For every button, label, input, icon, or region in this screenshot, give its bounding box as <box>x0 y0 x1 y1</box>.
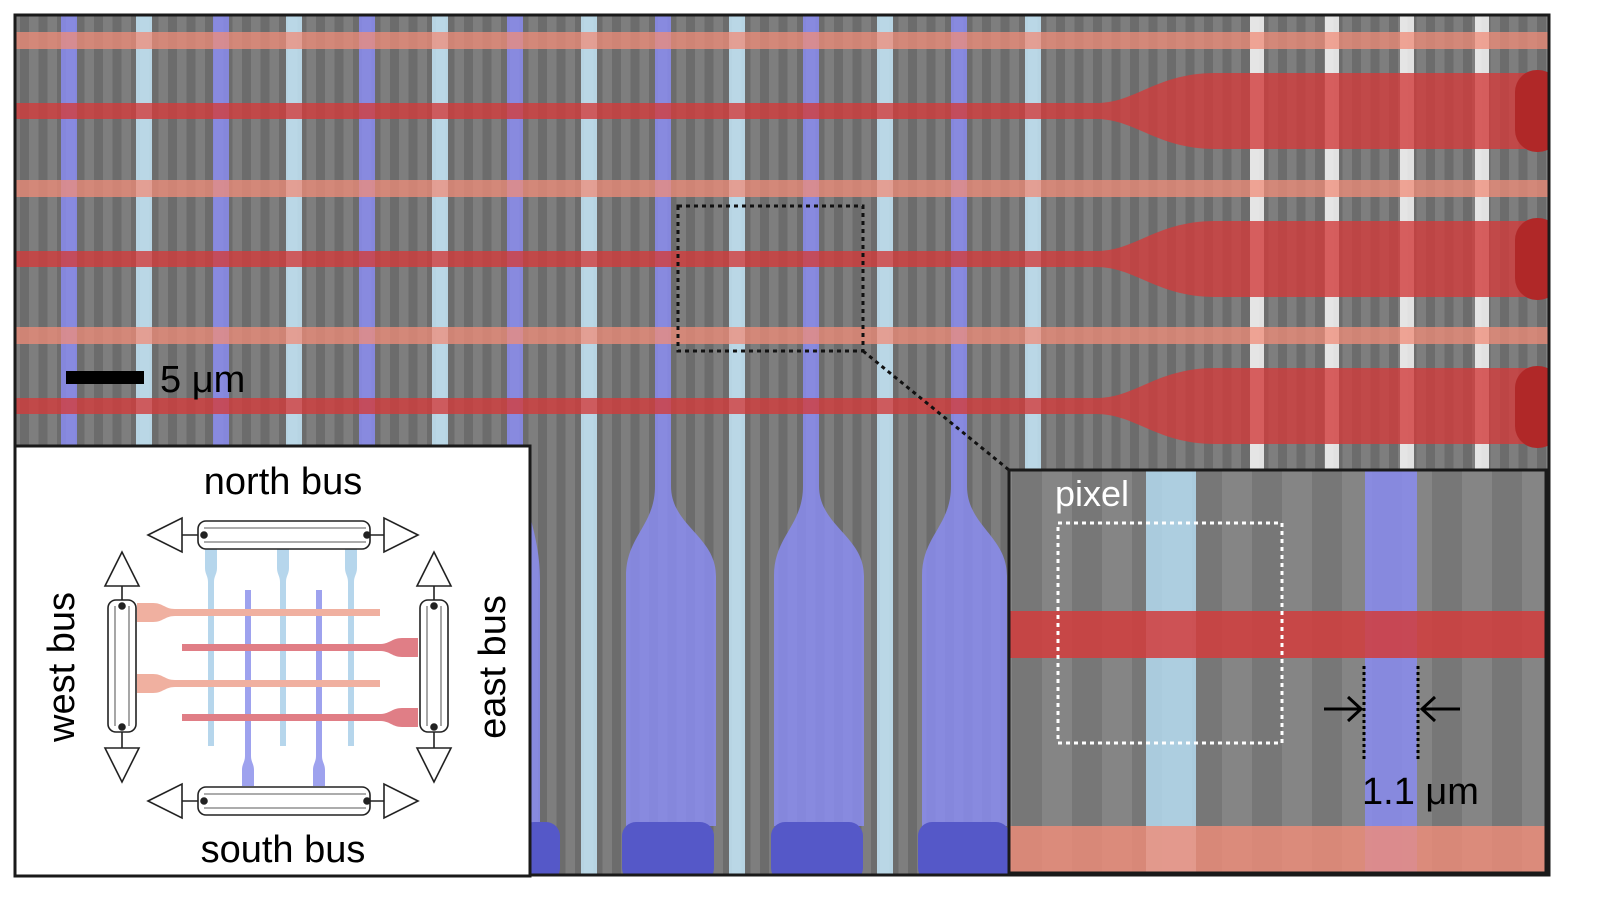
electrode-stripe <box>1296 16 1306 874</box>
electrode-stripe <box>778 16 788 874</box>
electrode-stripe <box>1056 16 1065 874</box>
electrode-stripe <box>630 16 640 874</box>
red-bond-pads <box>1515 70 1548 448</box>
zoom-electrode-stripe <box>1192 470 1222 872</box>
east-bus-cylinder <box>415 550 453 784</box>
south-bus-label: south bus <box>201 829 366 871</box>
zoom-electrode-stripe <box>1012 470 1042 872</box>
right-arrow-icon <box>1324 695 1364 723</box>
electrode-stripe <box>1167 16 1176 874</box>
electrode-stripe <box>760 16 769 874</box>
width-label: 1.1 μm <box>1362 771 1479 813</box>
electrode-stripe <box>1222 16 1232 874</box>
electrode-stripe <box>889 16 899 874</box>
electrode-stripe <box>1204 16 1213 874</box>
electrode-stripe <box>686 16 695 874</box>
zoom-electrode-stripe <box>1072 470 1102 872</box>
electrode-stripe <box>1037 16 1047 874</box>
zoom-electrode-stripe <box>1312 470 1342 872</box>
electrode-stripe <box>612 16 621 874</box>
light-blue-line <box>432 16 448 446</box>
electrode-stripe <box>741 16 751 874</box>
electrode-stripe <box>1241 16 1250 874</box>
north-bus-label: north bus <box>204 461 362 503</box>
west-bus-label: west bus <box>41 592 83 743</box>
light-red-lines <box>16 32 1548 344</box>
electrode-stripe <box>1111 16 1121 874</box>
west-electrodes <box>137 603 380 693</box>
electrode-stripe <box>834 16 843 874</box>
north-bus-cylinder <box>146 516 420 554</box>
left-arrow-icon <box>1419 695 1460 723</box>
scale-bar-label: 5 μm <box>160 359 245 401</box>
light-blue-line <box>877 16 893 874</box>
zoom-inset: pixel 1.1 μm <box>1007 468 1548 875</box>
electrode-stripe <box>1444 16 1454 874</box>
electrode-stripe <box>908 16 917 874</box>
pixel-label: pixel <box>1055 473 1129 514</box>
east-electrodes <box>182 638 418 727</box>
electrode-stripe <box>1518 16 1528 874</box>
light-blue-line <box>286 16 302 446</box>
blue-bond-pads <box>520 822 1010 874</box>
scale-bar <box>66 371 144 384</box>
light-blue-line <box>581 16 597 874</box>
electrode-stripe <box>852 16 862 874</box>
electrode-stripe <box>945 16 954 874</box>
electrode-stripe <box>1278 16 1287 874</box>
south-bus-cylinder <box>146 782 420 820</box>
electrode-stripe <box>1185 16 1195 874</box>
electrode-stripe <box>593 16 603 874</box>
electrode-stripe <box>1315 16 1324 874</box>
electrode-stripe <box>1130 16 1139 874</box>
electrode-stripe <box>1148 16 1158 874</box>
electrode-stripe <box>667 16 677 874</box>
light-blue-line <box>729 16 745 874</box>
electrode-stripe <box>1074 16 1084 874</box>
electrode-stripe <box>556 16 566 874</box>
electrode-stripe <box>963 16 973 874</box>
electrode-stripe <box>926 16 936 874</box>
south-electrodes <box>242 590 325 786</box>
bus-diagram-inset: north bus south bus west bus east bus <box>13 444 532 878</box>
electrode-stripe <box>1352 16 1361 874</box>
electrode-stripe <box>1019 16 1028 874</box>
electrode-stripe <box>815 16 825 874</box>
west-bus-cylinder <box>103 550 141 784</box>
zoom-electrode-stripe <box>1252 470 1282 872</box>
zoom-region-box <box>676 204 865 353</box>
east-bus-label: east bus <box>472 595 514 739</box>
electrode-stripe <box>723 16 732 874</box>
electrode-stripe <box>1426 16 1435 874</box>
zoom-electrode-stripe <box>1432 470 1462 872</box>
electrode-stripe <box>1370 16 1380 874</box>
electrode-stripe <box>871 16 880 874</box>
electrode-stripe <box>1389 16 1398 874</box>
electrode-stripe <box>797 16 806 874</box>
electrode-stripe <box>982 16 991 874</box>
electrode-stripe <box>1000 16 1010 874</box>
zoom-electrode-stripe <box>1492 470 1522 872</box>
electrode-stripe <box>704 16 714 874</box>
electrode-stripe <box>649 16 658 874</box>
electrode-stripe <box>538 16 547 874</box>
electrode-stripe <box>1500 16 1509 874</box>
electrode-stripe <box>1093 16 1102 874</box>
pixel-outline <box>1056 521 1284 745</box>
electrode-stripe <box>575 16 584 874</box>
electrode-stripe <box>1463 16 1472 874</box>
red-electrodes <box>16 73 1536 444</box>
